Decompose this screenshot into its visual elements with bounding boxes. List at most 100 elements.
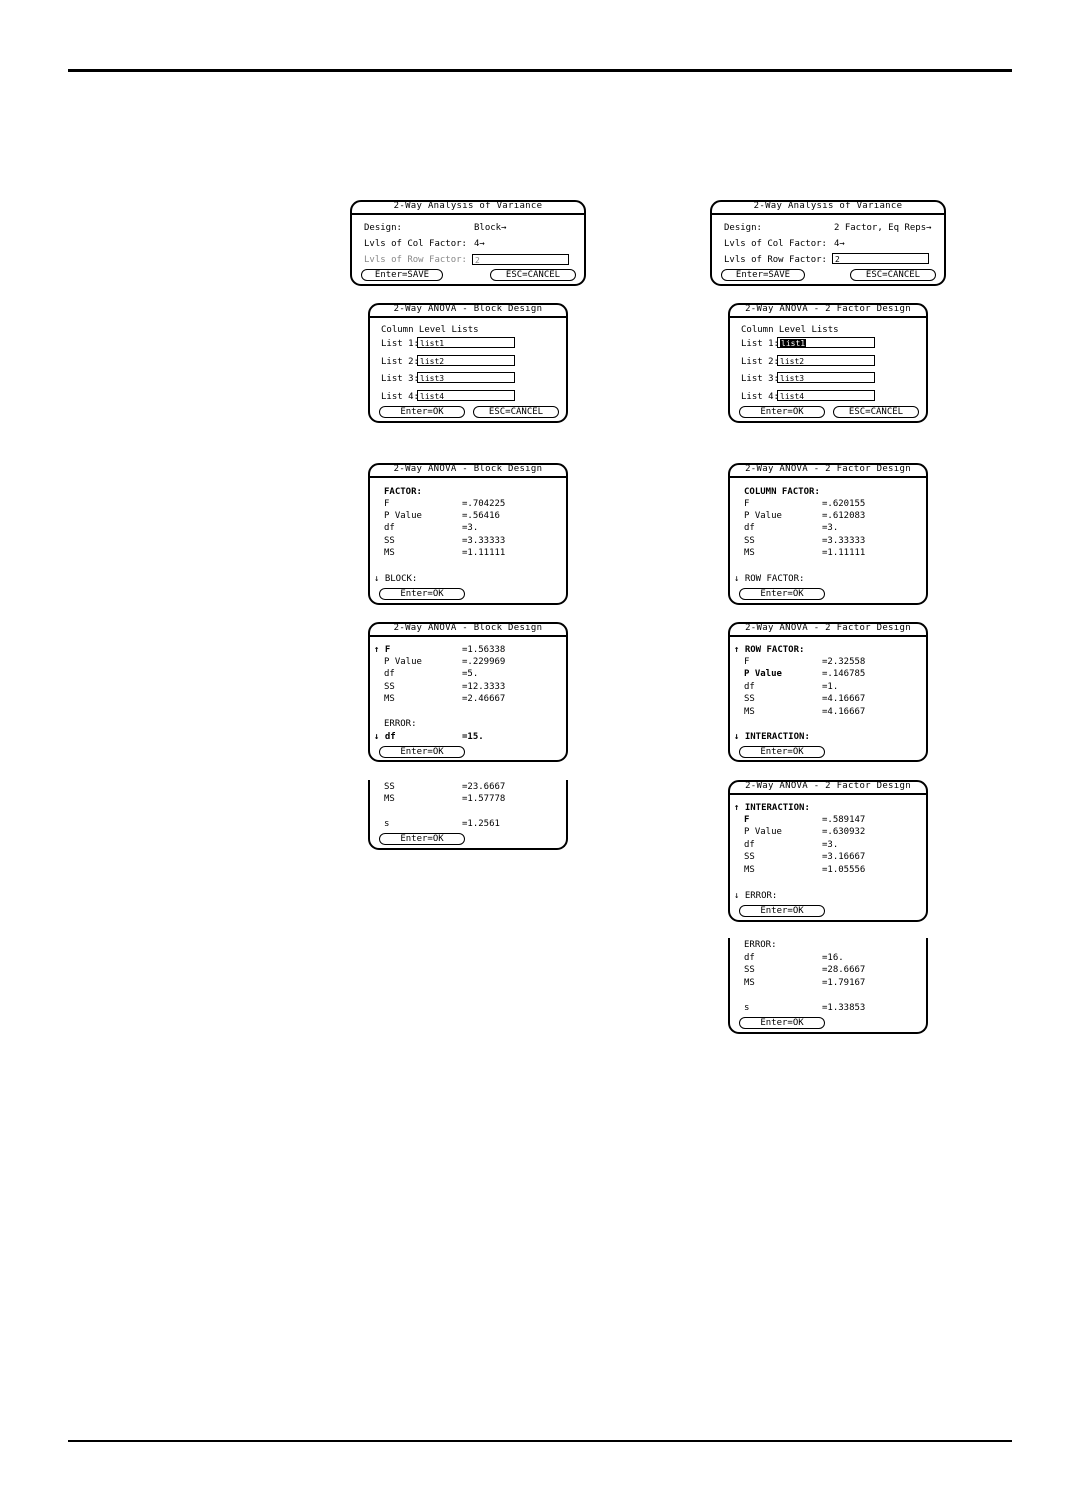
stat-value: =1.79167 (822, 978, 866, 988)
stat-label: MS (384, 794, 395, 804)
right-results-4: ERROR: df =16. SS =28.6667 MS =1.79167 s… (728, 938, 928, 1034)
stat-label: SS (744, 536, 755, 546)
stat-label: ↓ df (374, 732, 396, 742)
col-levels-value: 4 (474, 239, 480, 249)
stat-value: =.589147 (822, 815, 866, 825)
list4-field[interactable]: list4 (417, 390, 515, 401)
stat-label: MS (744, 707, 755, 717)
stat-label: s (744, 1003, 750, 1013)
arrow-right-icon: → (926, 223, 932, 233)
lists-heading: Column Level Lists (381, 325, 479, 335)
stat-value: =1.2561 (462, 819, 500, 829)
row-levels-label: Lvls of Row Factor: (364, 255, 467, 265)
design-dropdown[interactable]: 2 Factor, Eq Reps→ (834, 222, 932, 234)
stat-value: =3. (822, 840, 839, 850)
ok-button[interactable]: Enter=OK (379, 746, 465, 758)
section-label: COLUMN FACTOR: (744, 487, 820, 497)
cancel-button[interactable]: ESC=CANCEL (473, 406, 559, 418)
dialog-title: 2-Way ANOVA - 2 Factor Design (728, 780, 928, 795)
stat-label: df (744, 953, 755, 963)
list4-field[interactable]: list4 (777, 390, 875, 401)
stat-value: =1.11111 (822, 548, 866, 558)
list1-field[interactable]: list1 (777, 337, 875, 348)
col-levels-dropdown[interactable]: 4→ (474, 238, 485, 250)
list2-field[interactable]: list2 (777, 355, 875, 366)
header-rule (68, 69, 1012, 72)
stat-value: =3. (462, 523, 479, 533)
stat-label: df (384, 523, 395, 533)
ok-button[interactable]: Enter=OK (739, 1017, 825, 1029)
col-levels-label: Lvls of Col Factor: (724, 239, 827, 249)
list2-field[interactable]: list2 (417, 355, 515, 366)
dialog-title: 2-Way ANOVA - 2 Factor Design (728, 303, 928, 318)
stat-label: SS (744, 694, 755, 704)
stat-value: =5. (462, 669, 479, 679)
scroll-next-label: ↓ ROW FACTOR: (734, 574, 805, 584)
stat-label: MS (384, 548, 395, 558)
stat-label: SS (384, 536, 395, 546)
ok-button[interactable]: Enter=OK (739, 588, 825, 600)
stat-label: df (384, 669, 395, 679)
left-lists-dialog: 2-Way ANOVA - Block Design Column Level … (368, 303, 568, 423)
ok-button[interactable]: Enter=OK (739, 746, 825, 758)
stat-value: =3.16667 (822, 852, 866, 862)
stat-label: df (744, 682, 755, 692)
save-button[interactable]: Enter=SAVE (361, 269, 443, 281)
col-levels-value: 4 (834, 239, 840, 249)
left-results-3: SS =23.6667 MS =1.57778 s =1.2561 Enter=… (368, 780, 568, 850)
stat-value: =4.16667 (822, 707, 866, 717)
stat-label: MS (384, 694, 395, 704)
cancel-button[interactable]: ESC=CANCEL (490, 269, 576, 281)
stat-label: SS (744, 852, 755, 862)
row-levels-field[interactable]: 2 (832, 253, 929, 264)
ok-button[interactable]: Enter=OK (379, 406, 465, 418)
stat-label: df (744, 523, 755, 533)
row-levels-field[interactable]: 2 (472, 254, 569, 265)
design-value: Block (474, 223, 502, 233)
right-results-2: 2-Way ANOVA - 2 Factor Design ↑ ROW FACT… (728, 622, 928, 762)
stat-value: =1. (822, 682, 839, 692)
list3-field[interactable]: list3 (777, 372, 875, 383)
stat-value: =4.16667 (822, 694, 866, 704)
scroll-next-label: ↓ ERROR: (734, 891, 778, 901)
dialog-title: 2-Way ANOVA - 2 Factor Design (728, 463, 928, 478)
stat-label: P Value (384, 511, 422, 521)
section-label: ↑ INTERACTION: (734, 803, 810, 813)
ok-button[interactable]: Enter=OK (379, 833, 465, 845)
ok-button[interactable]: Enter=OK (739, 905, 825, 917)
stat-value: =3.33333 (822, 536, 866, 546)
ok-button[interactable]: Enter=OK (739, 406, 825, 418)
stat-label: P Value (384, 657, 422, 667)
stat-value: =.612083 (822, 511, 866, 521)
stat-label: df (744, 840, 755, 850)
list3-field[interactable]: list3 (417, 372, 515, 383)
right-lists-dialog: 2-Way ANOVA - 2 Factor Design Column Lev… (728, 303, 928, 423)
left-setup-dialog: 2-Way Analysis of Variance Design: Block… (350, 200, 586, 286)
stat-value: =.630932 (822, 827, 866, 837)
stat-value: =2.32558 (822, 657, 866, 667)
design-dropdown[interactable]: Block→ (474, 222, 507, 234)
right-results-1: 2-Way ANOVA - 2 Factor Design COLUMN FAC… (728, 463, 928, 605)
dialog-title: 2-Way ANOVA - Block Design (368, 463, 568, 478)
save-button[interactable]: Enter=SAVE (721, 269, 805, 281)
list2-label: List 2: (741, 357, 779, 367)
ok-button[interactable]: Enter=OK (379, 588, 465, 600)
section-label: ERROR: (384, 719, 417, 729)
list1-value-selected: list1 (780, 339, 807, 348)
list3-label: List 3: (741, 374, 779, 384)
stat-value: =.620155 (822, 499, 866, 509)
right-results-3: 2-Way ANOVA - 2 Factor Design ↑ INTERACT… (728, 780, 928, 922)
stat-value: =3.33333 (462, 536, 506, 546)
cancel-button[interactable]: ESC=CANCEL (833, 406, 919, 418)
stat-value: =.146785 (822, 669, 866, 679)
stat-label: MS (744, 865, 755, 875)
arrow-right-icon: → (839, 239, 845, 249)
section-label: ERROR: (744, 940, 777, 950)
left-results-1: 2-Way ANOVA - Block Design FACTOR: F =.7… (368, 463, 568, 605)
list1-field[interactable]: list1 (417, 337, 515, 348)
col-levels-dropdown[interactable]: 4→ (834, 238, 845, 250)
cancel-button[interactable]: ESC=CANCEL (850, 269, 936, 281)
dialog-title: 2-Way Analysis of Variance (710, 200, 946, 215)
stat-label: F (744, 815, 750, 825)
lists-heading: Column Level Lists (741, 325, 839, 335)
